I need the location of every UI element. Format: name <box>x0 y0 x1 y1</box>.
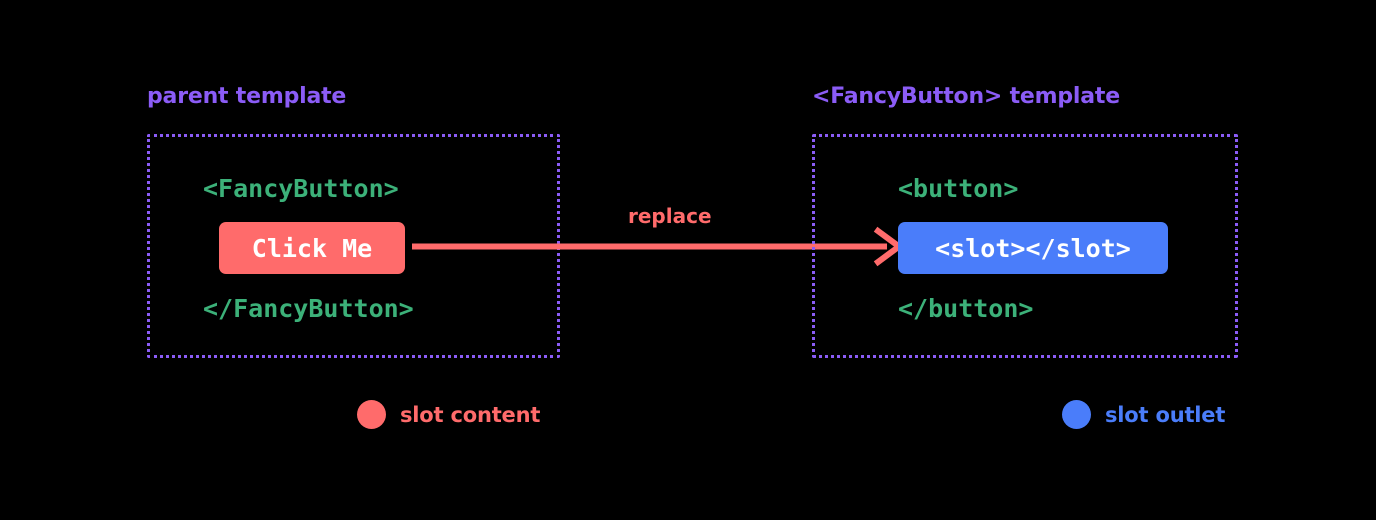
legend-label-slot-outlet: slot outlet <box>1105 402 1226 427</box>
code-open-tag-fancybutton: <FancyButton> <box>203 174 399 203</box>
slot-content-chip[interactable]: Click Me <box>219 222 405 274</box>
fancybutton-template-heading: <FancyButton> template <box>812 84 1120 109</box>
legend-item-slot-outlet: slot outlet <box>1062 400 1225 429</box>
code-close-tag-button: </button> <box>898 294 1034 323</box>
legend-label-slot-content: slot content <box>400 402 541 427</box>
code-close-tag-fancybutton: </FancyButton> <box>203 294 414 323</box>
legend-item-slot-content: slot content <box>357 400 540 429</box>
replace-arrow-label: replace <box>628 204 712 228</box>
slot-content-chip-label: Click Me <box>251 233 373 263</box>
parent-template-heading: parent template <box>147 84 347 109</box>
legend-dot-icon-slot-outlet <box>1062 400 1091 429</box>
code-open-tag-button: <button> <box>898 174 1019 203</box>
slot-outlet-chip[interactable]: <slot></slot> <box>898 222 1168 274</box>
slot-outlet-chip-label: <slot></slot> <box>935 233 1131 263</box>
legend-dot-icon-slot-content <box>357 400 386 429</box>
fancybutton-template-panel <box>812 134 1238 358</box>
